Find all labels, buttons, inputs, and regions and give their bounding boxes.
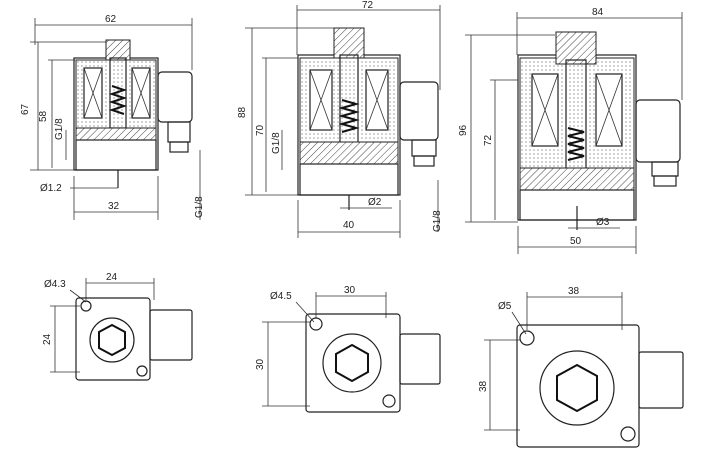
medium-bottom-view: 30 Ø4.5 30 [255,285,441,413]
base-width-32: 32 [108,201,120,212]
width-24: 24 [106,272,118,283]
hex-nut [556,363,598,413]
height-58: 58 [38,110,49,122]
connector [149,309,193,361]
hex-nut [335,343,369,383]
height-96: 96 [458,124,469,136]
mounting-hole [519,330,535,346]
hex-nut [98,323,126,357]
width-62: 62 [105,14,117,25]
height-30: 30 [255,358,266,370]
height-88: 88 [237,106,248,118]
side-port-g18: G1/8 [194,196,205,218]
port-g18-medium: G1/8 [271,132,282,154]
hole-5: Ø5 [498,301,512,312]
width-38: 38 [568,286,580,297]
connector [638,351,684,409]
base-width-50: 50 [570,236,582,247]
base-width-40: 40 [343,220,355,231]
port-g18: G1/8 [54,118,65,140]
connector [635,99,681,163]
width-72: 72 [362,0,374,11]
mounting-hole [80,300,92,312]
large-bottom-view: 38 Ø5 38 [478,286,684,448]
hole-4-3: Ø4.3 [44,279,66,290]
port-circle [322,333,382,393]
height-67: 67 [20,103,31,115]
connector [399,333,441,385]
small-bottom-view: 24 Ø4.3 24 [42,272,193,381]
width-84: 84 [592,7,604,18]
small-side-view: 62 67 58 G1/8 32 Ø1.2 [20,14,205,220]
port-circle [89,317,135,363]
hole-4-5: Ø4.5 [270,291,292,302]
height-72: 72 [483,134,494,146]
orifice-2: Ø2 [368,197,382,208]
medium-side-view: 72 88 70 G1/8 40 Ø2 G1/8 [237,0,443,238]
connector [399,81,439,141]
side-port-g18-medium: G1/8 [432,210,443,232]
large-side-view: 84 96 72 50 Ø3 [458,7,683,254]
orifice-3: Ø3 [596,217,610,228]
width-30: 30 [344,285,356,296]
height-24: 24 [42,333,53,345]
port-circle [539,350,615,426]
height-38: 38 [478,380,489,392]
body-outline [516,324,640,448]
connector [157,71,193,123]
mounting-hole [309,317,323,331]
orifice-1-2: Ø1.2 [40,183,62,194]
height-70: 70 [255,124,266,136]
